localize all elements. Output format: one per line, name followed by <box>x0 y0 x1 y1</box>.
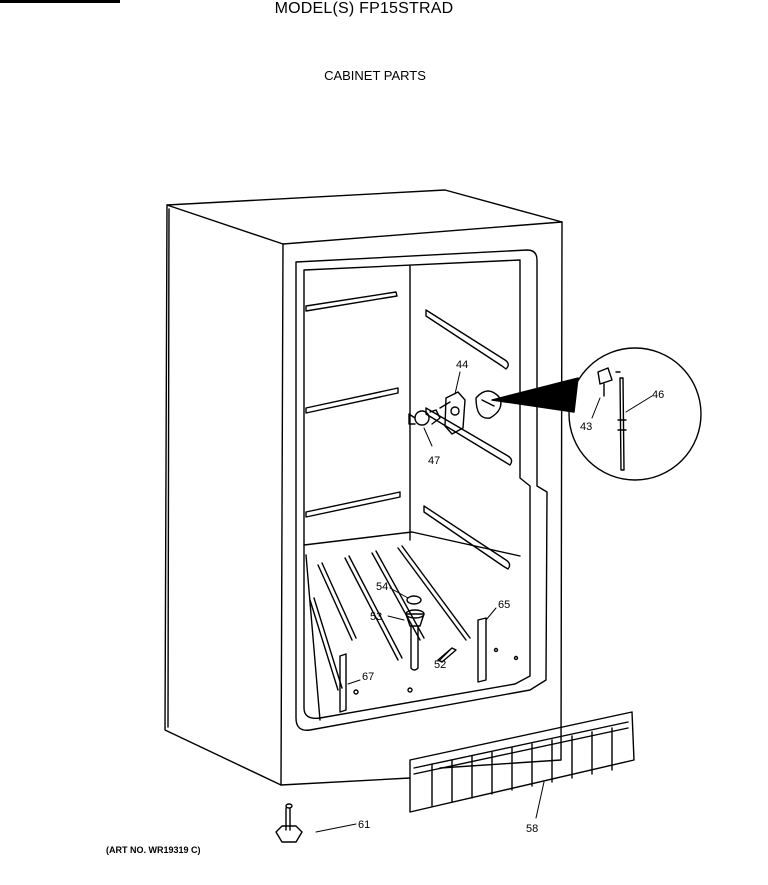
callout-47: 47 <box>428 455 440 467</box>
header-rule <box>0 0 120 3</box>
detail-circle <box>568 347 702 481</box>
callout-65: 65 <box>498 599 510 611</box>
section-title: CABINET PARTS <box>324 68 426 83</box>
kickplate-grille <box>409 711 635 813</box>
art-number: (ART NO. WR19319 C) <box>106 845 201 855</box>
leveling-leg <box>275 803 303 843</box>
left-shelf-rails <box>305 291 401 518</box>
leader-lines <box>315 371 653 833</box>
callout-67: 67 <box>362 671 374 683</box>
page-title: MODEL(S) FP15STRAD <box>274 0 454 17</box>
callout-54: 54 <box>376 581 388 593</box>
callout-43: 43 <box>580 421 592 433</box>
right-shelf-rails <box>423 309 513 570</box>
callout-53: 53 <box>370 611 382 623</box>
thermostat-housing <box>408 390 502 435</box>
callout-58: 58 <box>526 823 538 835</box>
clip-and-brackets <box>339 617 519 713</box>
callout-52: 52 <box>434 659 446 671</box>
detail-zoom-wedge <box>491 377 579 413</box>
drain-tube <box>405 595 425 671</box>
callout-46: 46 <box>652 389 664 401</box>
cabinet-liner <box>295 249 548 731</box>
callout-44: 44 <box>456 359 468 371</box>
floor-ribs <box>309 545 471 691</box>
cabinet-body <box>164 189 563 786</box>
callout-61: 61 <box>358 819 370 831</box>
